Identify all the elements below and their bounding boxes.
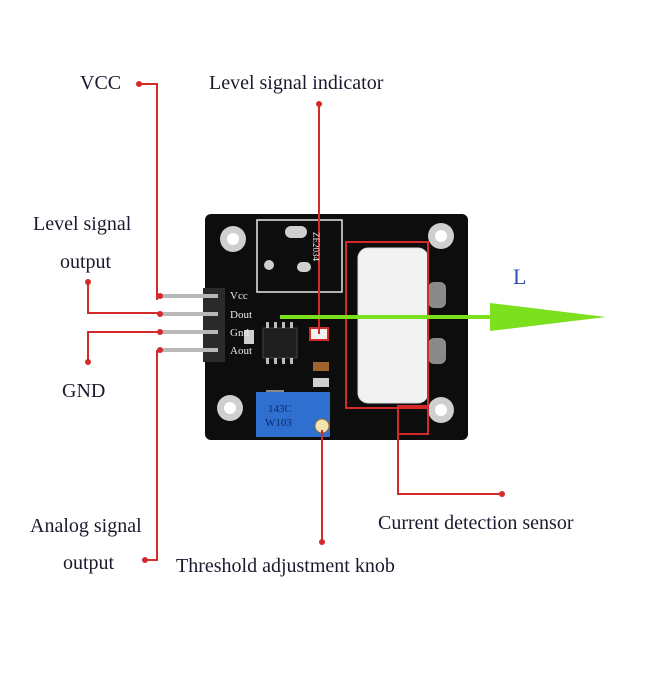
pad — [297, 262, 311, 272]
leader-dots — [85, 81, 505, 563]
pad — [285, 226, 307, 238]
pin-label-aout: Aout — [230, 345, 252, 357]
pot-marking-2: W103 — [265, 417, 292, 429]
current-sensor-body — [357, 247, 429, 404]
pad — [264, 260, 274, 270]
mounting-holes — [217, 223, 454, 423]
smd-capacitor — [313, 362, 329, 371]
pin-label-dout: Dout — [230, 309, 252, 321]
ic-legs — [266, 322, 293, 364]
smd-resistor — [244, 330, 254, 344]
ic-chip — [262, 327, 298, 359]
threshold-knob-label: Threshold adjustment knob — [176, 555, 395, 577]
direction-label: L — [513, 264, 527, 289]
chip-marking: ZE2034 — [311, 232, 321, 261]
vcc-label: VCC — [80, 72, 122, 94]
pin-label-vcc: Vcc — [230, 290, 248, 302]
level-output-label-2: output — [60, 251, 112, 273]
header-pins — [160, 288, 225, 362]
leader-lines — [87, 83, 502, 561]
analog-output-label-1: Analog signal — [30, 515, 142, 537]
pot-marking-1: 143C — [268, 403, 292, 415]
sensor-highlight — [345, 241, 429, 409]
sensor-leads — [428, 282, 446, 364]
silkscreen-outline — [256, 219, 343, 293]
smd-resistor — [313, 378, 329, 387]
current-sensor-label: Current detection sensor — [378, 512, 574, 534]
analog-output-label-2: output — [63, 552, 115, 574]
gnd-label: GND — [62, 380, 106, 402]
level-output-label-1: Level signal — [33, 213, 132, 235]
level-indicator-label: Level signal indicator — [209, 72, 384, 94]
sensor-highlight — [397, 405, 429, 435]
direction-arrow-head — [490, 303, 606, 331]
pin-label-gnd: Gnd — [230, 327, 249, 339]
